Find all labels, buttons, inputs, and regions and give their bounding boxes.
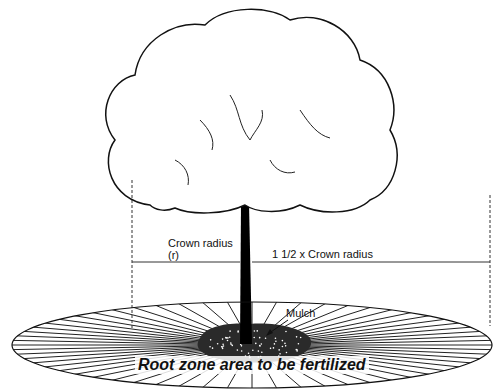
dimension-label: 1 1/2 x Crown radius (272, 248, 482, 260)
dimension-line (132, 262, 240, 263)
dimension-line (490, 195, 491, 326)
region-label: Root zone area to be fertilized (135, 356, 369, 374)
callout-label: Mulch (286, 307, 346, 319)
tree-crown (106, 9, 397, 213)
ellipse-outline (12, 302, 492, 388)
root-zone-ellipse: Root zone area to be fertilized (12, 302, 492, 388)
dimension-label: Crown radius (r) (168, 237, 240, 261)
dimension-line (132, 180, 133, 328)
dimension-line (252, 262, 490, 263)
tree-trunk (240, 203, 252, 344)
